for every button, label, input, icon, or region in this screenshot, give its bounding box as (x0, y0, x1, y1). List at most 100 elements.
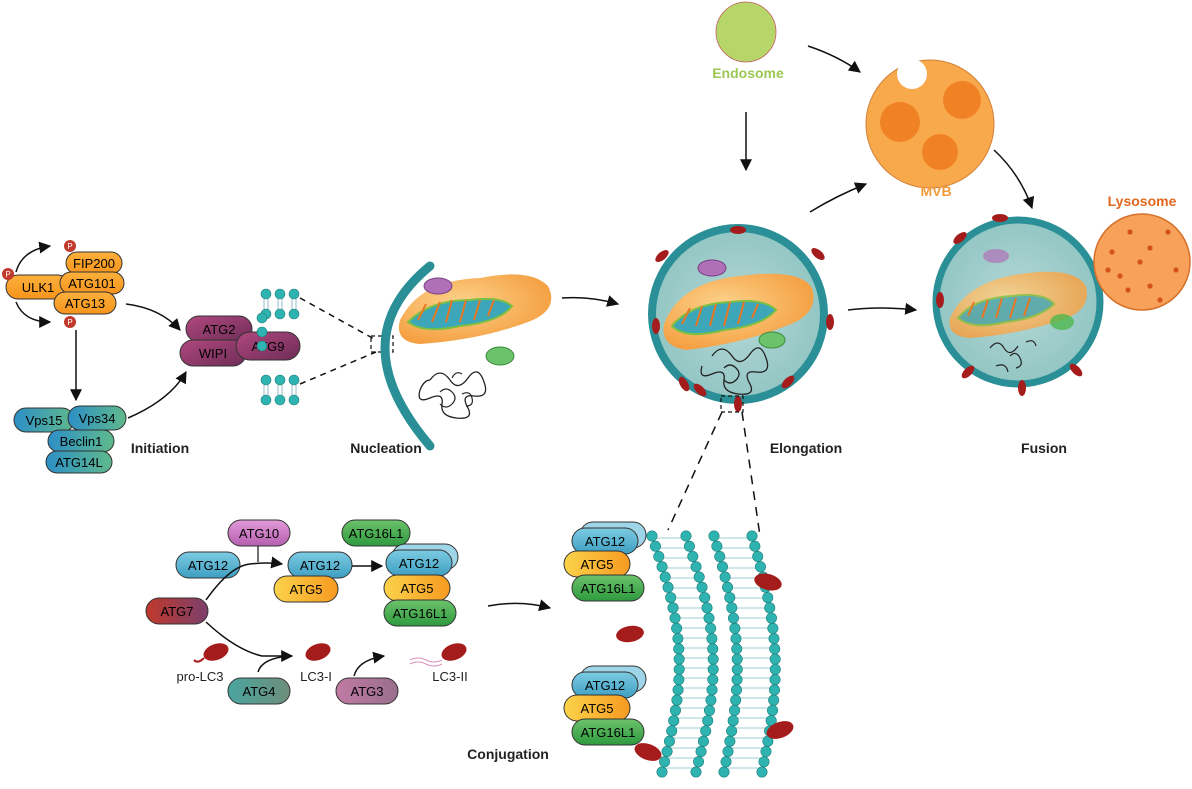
atg5-conj-pill (273, 575, 339, 603)
lipid-head (667, 602, 679, 614)
lipid-head (274, 308, 286, 320)
lipid-head (769, 643, 781, 655)
atg7-pill (145, 597, 209, 625)
membrane-complex-upper: ATG12 ATG5 ATG16L1 (563, 521, 647, 602)
lc3-marker (678, 376, 690, 392)
membrane-lc3-ii (616, 573, 794, 761)
lipid-head (719, 571, 731, 583)
atg7-to-lc3-branch (205, 621, 294, 662)
mvb-intralumenal-vesicle-2 (943, 81, 981, 119)
lipid-head (288, 308, 300, 320)
complex-atg12-label: ATG12 (399, 556, 439, 571)
membrane-atg16l1-lower-label: ATG16L1 (581, 725, 636, 740)
lipid-head (260, 394, 272, 406)
lipid-head (699, 592, 711, 604)
lipid-head (727, 612, 739, 624)
lipid-head (697, 735, 709, 747)
lipid-head (758, 756, 770, 768)
autolysosome-lc3-markers (936, 214, 1083, 396)
lipid-head (730, 633, 742, 645)
lipid-head (711, 540, 723, 552)
atg4-label: ATG4 (243, 684, 276, 699)
lipid-head (706, 633, 718, 645)
autophagosome-lc3-markers (652, 226, 834, 412)
atg3-arrow (353, 651, 386, 677)
lipid-head (666, 725, 678, 737)
lipid-head (702, 715, 714, 727)
vps34-label: Vps34 (79, 411, 116, 426)
mvb-budding (897, 59, 927, 89)
mvb-intralumenal-vesicle-1 (880, 102, 920, 142)
degrading-purple-vesicle (983, 249, 1009, 263)
autophagosome-to-mvb-arrow (809, 182, 868, 213)
lipid-head (274, 394, 286, 406)
lipid-head (656, 766, 668, 778)
complex-atg16l1-pill (383, 599, 457, 627)
lipid-head (663, 735, 675, 747)
lipid-head (707, 653, 719, 665)
lipid-head (729, 704, 741, 716)
lipid-head (672, 684, 684, 696)
hydrolase-dot (1109, 249, 1115, 255)
lipid-head (730, 694, 742, 706)
endosome (715, 1, 777, 63)
membrane-atg16l1-lower-pill (571, 718, 645, 746)
purple-vesicle (423, 277, 453, 295)
lipid-head (708, 530, 720, 542)
stage-label-nucleation: Nucleation (350, 440, 422, 456)
hydrolase-dot (1127, 229, 1133, 235)
lipid-head (256, 312, 268, 324)
atg4-arrow (257, 655, 291, 673)
lipid-head (752, 551, 764, 563)
lipid-head (659, 571, 671, 583)
lipid-head (767, 622, 779, 634)
complex-atg5-label: ATG5 (401, 581, 434, 596)
zoom-line-upper (299, 297, 377, 341)
atg16l1-top-label: ATG16L1 (349, 526, 404, 541)
phospho-mark-1 (64, 240, 76, 252)
lipid-head (727, 715, 739, 727)
lc3-marker (936, 292, 944, 308)
lipid-head (683, 540, 695, 552)
mitochondrion-nucleation (398, 274, 552, 344)
lc3-ii-marker (634, 743, 662, 761)
lipid-head (260, 374, 272, 386)
hydrolase-dot (1173, 267, 1179, 273)
mitochondrion-elongation (663, 273, 814, 350)
lipid-head (731, 643, 743, 655)
lipid-head (671, 622, 683, 634)
lc3-marker (953, 232, 967, 244)
phagophore-crescent (380, 261, 435, 451)
complex-atg16l1-label: ATG16L1 (393, 606, 448, 621)
lipid-head (656, 561, 668, 573)
lipid-head (274, 288, 286, 300)
lipid-head (703, 612, 715, 624)
lipid-head (767, 704, 779, 716)
lipid-head (260, 288, 272, 300)
membrane-complex-lower: ATG12 ATG5 ATG16L1 (563, 665, 647, 746)
lc3-marker (992, 214, 1008, 222)
lipid-head (754, 561, 766, 573)
lipid-head (722, 745, 734, 757)
mvb-to-fusion-arrow (993, 149, 1035, 210)
lipid-head (693, 571, 705, 583)
autophospho-arrow-bottom (15, 301, 52, 328)
atg13-label: ATG13 (65, 296, 105, 311)
stage-label-initiation: Initiation (131, 440, 189, 456)
fusion-group: Lysosome Fusion (847, 193, 1191, 456)
atg4-pill (227, 677, 291, 705)
lc3-marker (655, 250, 669, 262)
lipid-head (646, 530, 658, 542)
autophagosome-bilayer (646, 530, 781, 778)
lc3-marker (781, 375, 795, 389)
elongation-zoom-line-left (667, 411, 723, 531)
ulk-complex: FIP200 ULK1 ATG101 ATG13 P P P (2, 240, 125, 328)
lipid-head (760, 745, 772, 757)
lipid-head (673, 653, 685, 665)
lipid-head (705, 694, 717, 706)
ulk-to-atg9-arrow (125, 303, 181, 331)
lipid-head (288, 394, 300, 406)
lc3-marker (961, 365, 975, 379)
mvb-intralumenal-vesicle-3 (922, 134, 958, 170)
endosome-group: Endosome (712, 1, 861, 172)
